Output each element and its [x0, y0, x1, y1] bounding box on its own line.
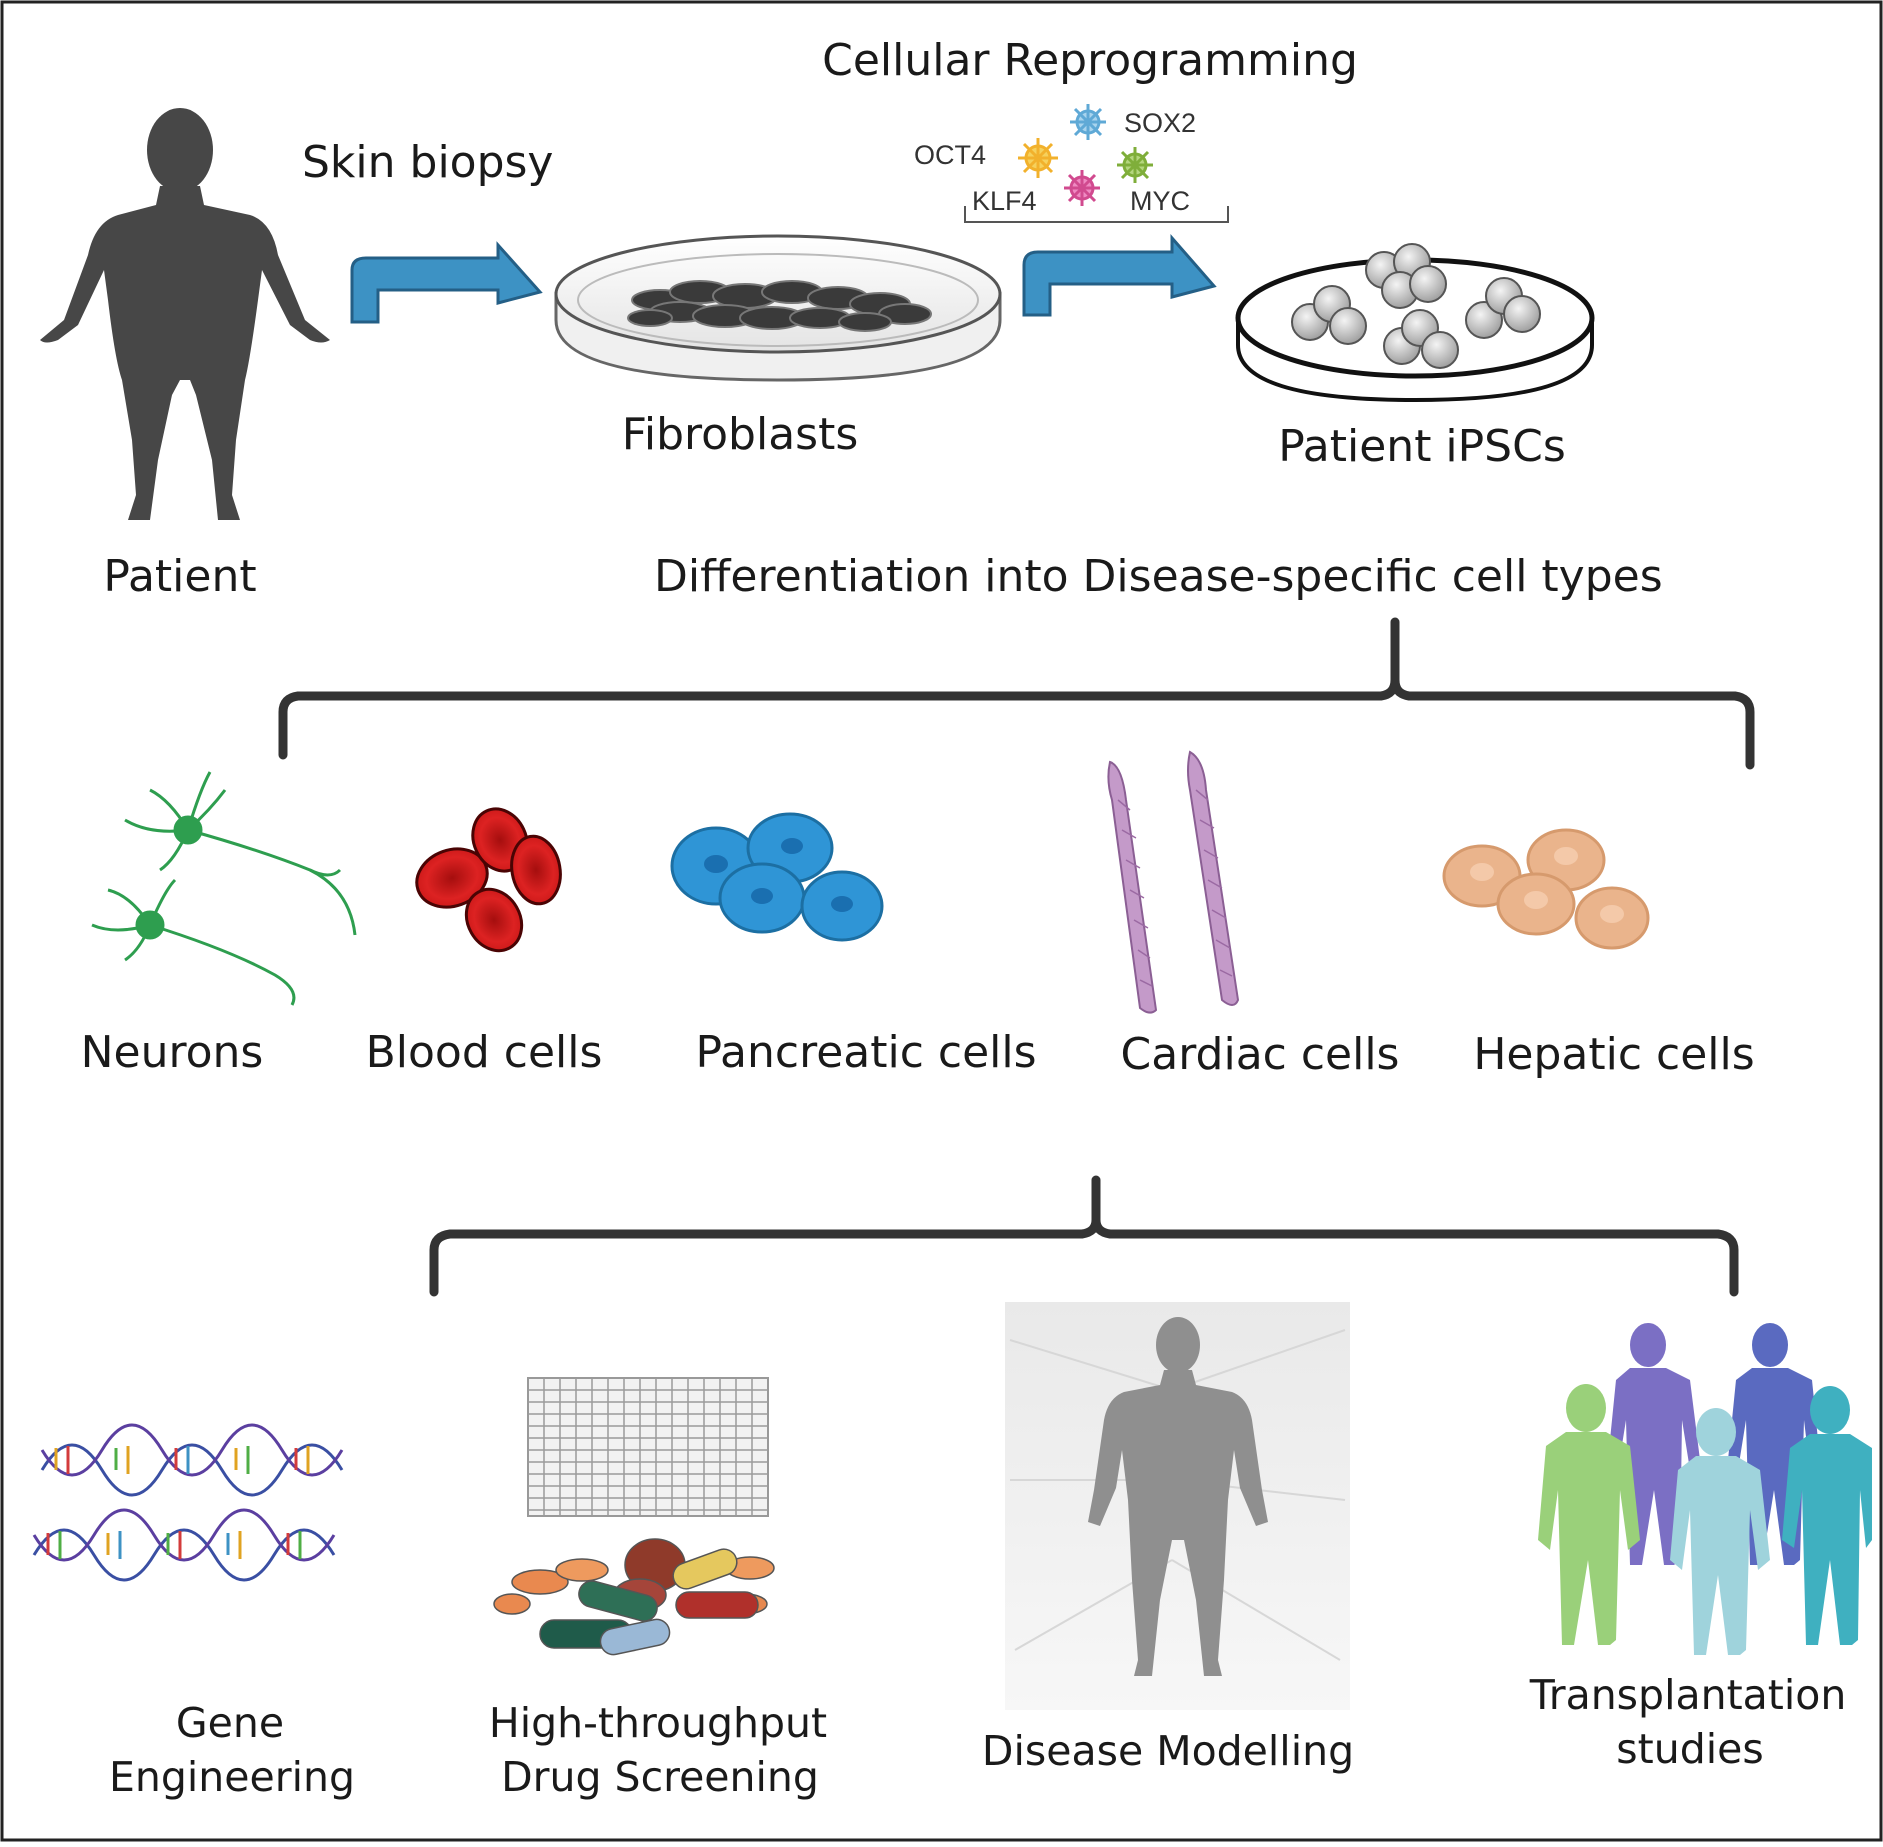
hepatic-cell-icon: [1442, 828, 1650, 950]
reprogramming-factors-icon: [964, 104, 1229, 223]
klf4-label: KLF4: [972, 186, 1037, 216]
disease-modelling-label: Disease Modelling: [981, 1727, 1355, 1775]
drug-screening-label-line2: Drug Screening: [501, 1753, 819, 1801]
blood-cells-label: Blood cells: [365, 1027, 603, 1078]
applications-bracket: [429, 1175, 1739, 1297]
cellular-reprogramming-title: Cellular Reprogramming: [822, 35, 1358, 86]
differentiation-bracket: [278, 617, 1755, 770]
people-group-icon: [1538, 1323, 1872, 1655]
gene-engineering-label-line1: Gene: [175, 1699, 285, 1747]
neurons-label: Neurons: [80, 1027, 264, 1078]
neuron-icon: [91, 771, 357, 1006]
reprogramming-arrow-icon: [1022, 234, 1217, 317]
blood-cell-icon: [415, 807, 562, 953]
myc-label: MYC: [1130, 186, 1190, 216]
transplantation-label-line2: studies: [1616, 1725, 1764, 1773]
pancreatic-cell-icon: [670, 812, 884, 942]
gene-engineering-label-line2: Engineering: [109, 1753, 355, 1801]
drug-screening-label-line1: High-throughput: [488, 1699, 828, 1747]
ipsc-dish-icon: [1235, 243, 1595, 403]
oct4-label: OCT4: [914, 140, 987, 170]
patient-label: Patient: [103, 551, 257, 602]
pancreatic-cells-label: Pancreatic cells: [695, 1027, 1037, 1078]
dna-icon: [32, 1423, 344, 1582]
drug-pills-icon: [493, 1538, 775, 1656]
hepatic-cells-label: Hepatic cells: [1473, 1029, 1755, 1080]
fibroblasts-label: Fibroblasts: [621, 409, 859, 460]
sox2-label: SOX2: [1124, 108, 1197, 138]
screening-plate-icon: [527, 1377, 769, 1517]
differentiation-title: Differentiation into Disease-specific ce…: [654, 551, 1663, 602]
cardiac-cells-label: Cardiac cells: [1120, 1029, 1400, 1080]
skin-biopsy-label: Skin biopsy: [302, 137, 554, 188]
transplantation-label-line1: Transplantation: [1529, 1671, 1847, 1719]
patient-silhouette-icon: [40, 108, 330, 520]
patient-ipscs-label: Patient iPSCs: [1278, 421, 1566, 472]
disease-model-figure-icon: [1005, 1302, 1350, 1710]
biopsy-arrow-icon: [350, 241, 543, 324]
fibroblast-dish-icon: [554, 234, 1002, 382]
cardiac-cell-icon: [1107, 750, 1240, 1014]
